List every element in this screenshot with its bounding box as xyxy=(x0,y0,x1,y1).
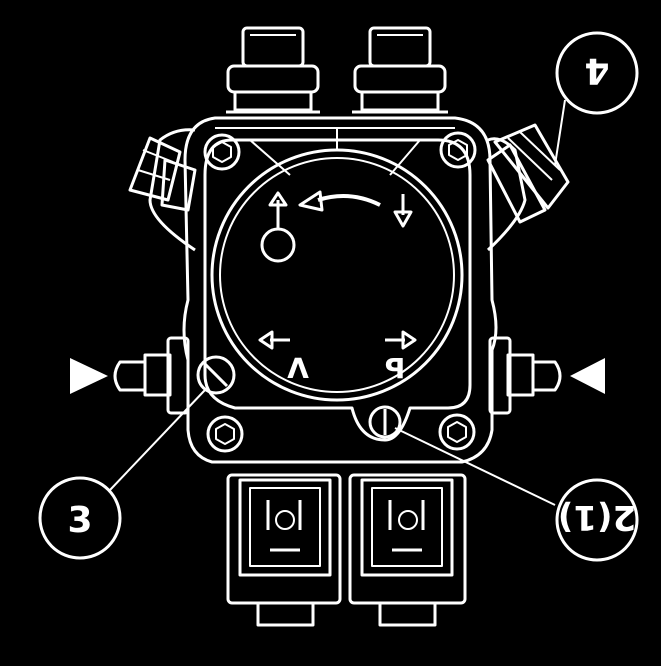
solenoid-right xyxy=(348,473,467,627)
screw-3 xyxy=(196,355,236,395)
gauge-port xyxy=(260,227,296,263)
side-fitting-left xyxy=(113,336,190,415)
callout-3-circle xyxy=(38,476,122,560)
top-fitting-right xyxy=(352,26,448,114)
angled-fitting-right xyxy=(486,123,570,224)
side-fitting-right xyxy=(488,336,562,415)
top-fitting-left xyxy=(226,26,320,114)
bolt-top-left xyxy=(203,133,241,171)
callout-3-label: 3 xyxy=(67,500,92,541)
solenoid-left xyxy=(226,473,342,627)
curved-arrow-head-icon xyxy=(298,190,324,212)
up-arrow-head-icon xyxy=(268,191,288,207)
cover-plate xyxy=(203,128,472,442)
leader-4 xyxy=(554,99,566,166)
screw-2 xyxy=(368,405,402,439)
bolt-top-right xyxy=(439,131,477,169)
callout-2-circle xyxy=(555,478,639,562)
curved-arrow-icon xyxy=(317,194,381,207)
leader-3 xyxy=(109,389,206,491)
callout-4-label: 4 xyxy=(584,50,609,91)
bolt-bottom-right xyxy=(438,413,476,451)
p-port-label: P xyxy=(385,352,406,385)
bolt-bottom-left xyxy=(206,415,244,453)
triangle-right-icon xyxy=(70,358,108,394)
left-arrow-icon xyxy=(258,330,274,350)
leader-2 xyxy=(394,427,556,506)
v-port-label: V xyxy=(287,351,309,384)
callout-4-circle xyxy=(555,31,639,115)
down-arrow-icon xyxy=(393,210,413,228)
pump-body xyxy=(148,116,527,464)
callout-2-label: 2(1) xyxy=(558,497,636,537)
triangle-left-icon xyxy=(570,358,605,394)
right-arrow-icon xyxy=(401,330,417,350)
